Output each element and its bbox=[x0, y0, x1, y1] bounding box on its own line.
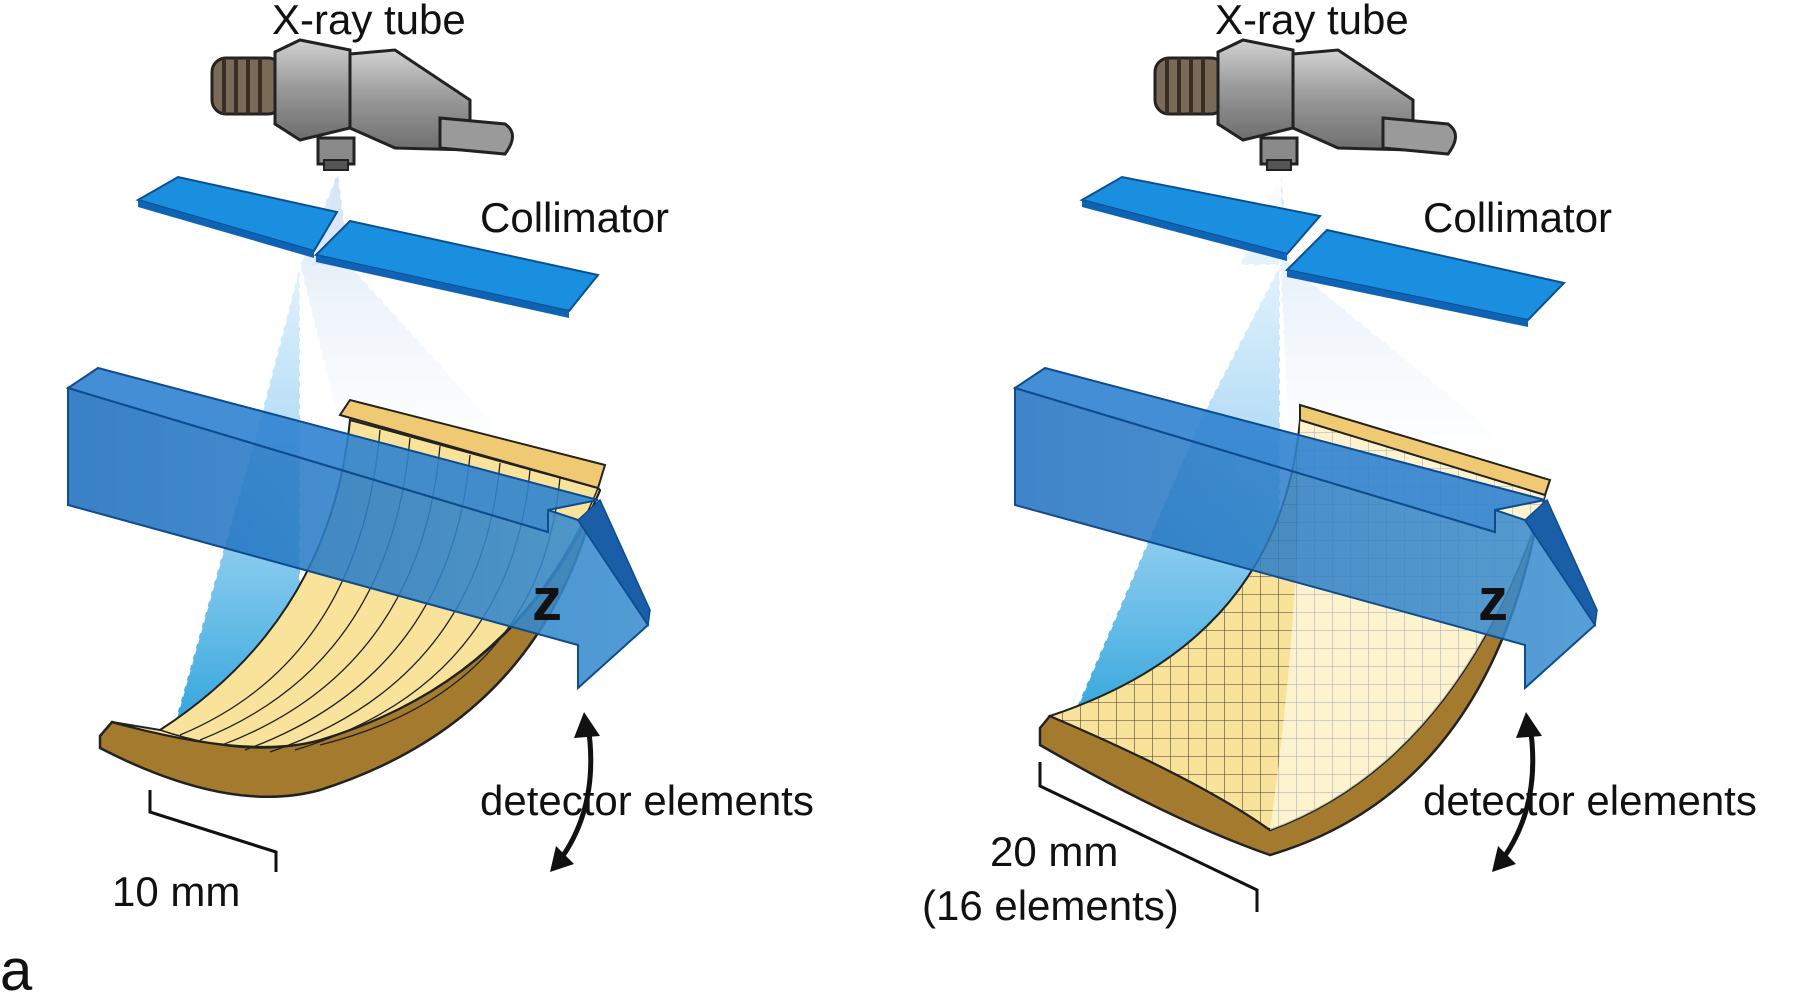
width-sublabel: (16 elements) bbox=[922, 882, 1179, 929]
collimator-label: Collimator bbox=[1423, 194, 1612, 241]
xray-beam-far bbox=[1278, 171, 1528, 471]
xray-tube-label: X-ray tube bbox=[272, 0, 466, 43]
detector-elements-arrow bbox=[557, 724, 594, 862]
detector-elements-label: detector elements bbox=[480, 777, 814, 824]
right-panel: X-ray tube Collimator z detector element… bbox=[922, 0, 1757, 929]
panel-label: a bbox=[0, 938, 33, 1000]
z-label: z bbox=[1478, 566, 1508, 633]
z-label: z bbox=[532, 566, 562, 633]
width-label: 10 mm bbox=[112, 868, 240, 915]
left-panel: X-ray tube Collimator z detector element… bbox=[65, 0, 814, 915]
width-label: 20 mm bbox=[990, 828, 1118, 875]
xray-tube-icon bbox=[210, 38, 514, 171]
collimator-label: Collimator bbox=[480, 194, 669, 241]
z-axis-arrow bbox=[65, 366, 651, 691]
xray-tube-icon bbox=[1153, 38, 1457, 171]
collimator bbox=[135, 175, 600, 318]
width-bracket bbox=[1038, 762, 1259, 912]
collimator bbox=[1079, 175, 1566, 327]
detector-elements-label: detector elements bbox=[1423, 777, 1757, 824]
z-axis-arrow bbox=[1012, 366, 1598, 691]
xray-tube-label: X-ray tube bbox=[1215, 0, 1409, 43]
detector-elements-arrow bbox=[1499, 724, 1536, 862]
